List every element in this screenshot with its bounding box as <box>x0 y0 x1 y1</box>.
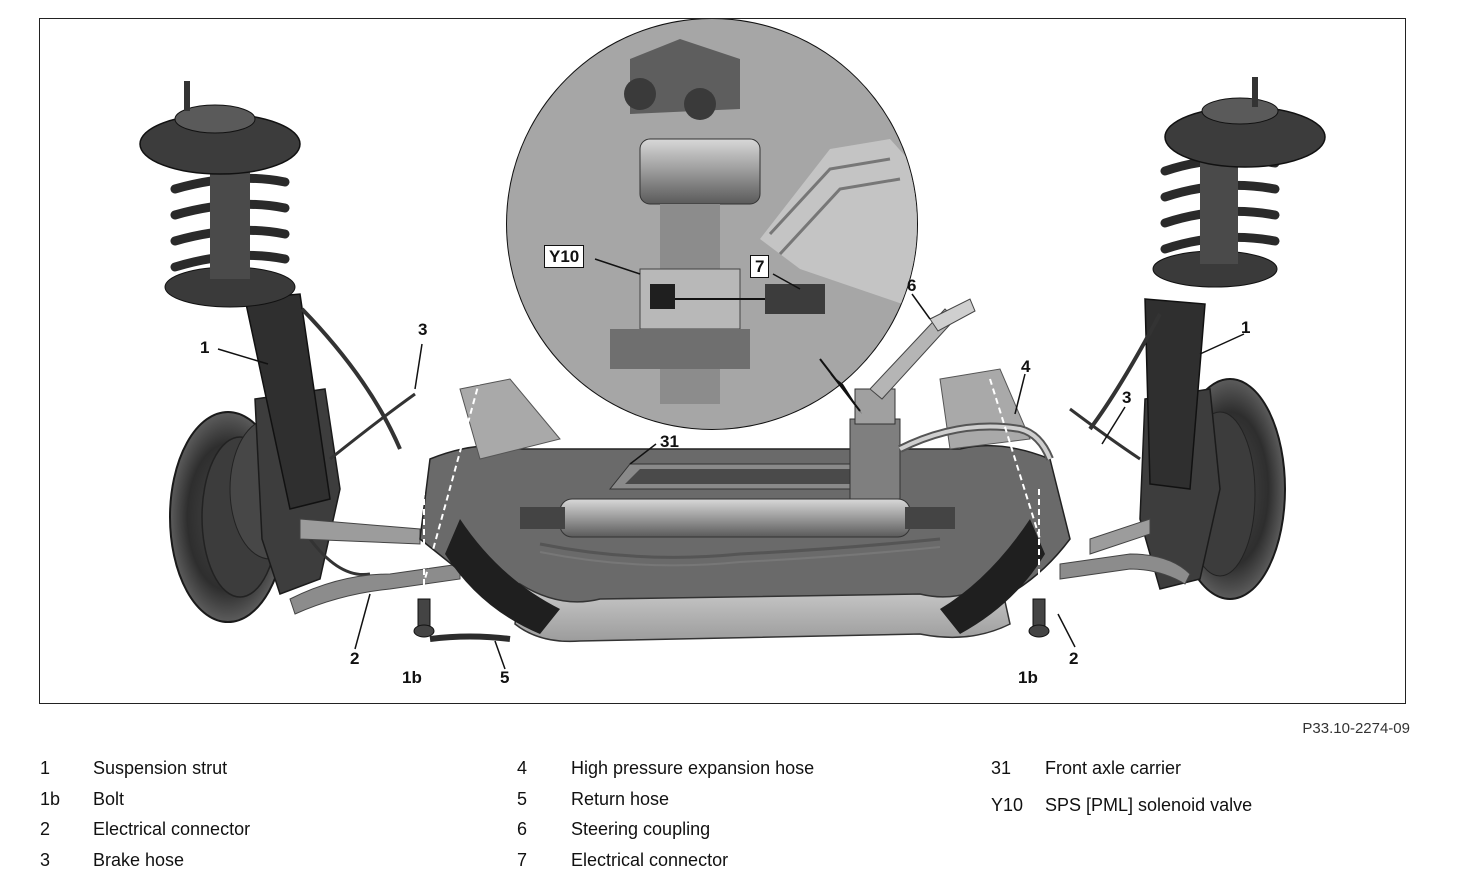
callout-7: 7 <box>750 255 770 278</box>
legend-item: 6 Steering coupling <box>517 819 814 850</box>
legend-desc: Bolt <box>93 788 125 809</box>
legend-key: 31 <box>991 758 1012 778</box>
callout-2-left: 2 <box>350 649 360 668</box>
legend-item: 3 Brake hose <box>40 850 250 881</box>
legend-item: 31 Front axle carrier <box>991 758 1252 789</box>
legend-item: 1 Suspension strut <box>40 758 250 789</box>
callout-y10: Y10 <box>544 245 585 268</box>
legend-desc: Brake hose <box>93 849 185 870</box>
legend-item: 4 High pressure expansion hose <box>517 758 814 789</box>
callout-1-right: 1 <box>1241 318 1251 337</box>
legend-key: 4 <box>517 758 528 778</box>
legend-desc: Front axle carrier <box>1045 758 1182 778</box>
legend-key: 5 <box>517 788 528 809</box>
legend-desc: Electrical connector <box>93 819 251 839</box>
legend-item: Y10 SPS [PML] solenoid valve <box>991 789 1252 831</box>
left-suspension-strut <box>139 81 461 623</box>
legend-column-2: 4 High pressure expansion hose 5 Return ho… <box>517 758 814 880</box>
legend-key: 3 <box>40 849 51 870</box>
legend-desc: SPS [PML] solenoid valve <box>1045 794 1253 815</box>
legend-item: 1b Bolt <box>40 789 250 820</box>
legend-key: 7 <box>517 849 528 870</box>
callout-3-right: 3 <box>1122 388 1132 407</box>
callout-1b-right: 1b <box>1018 668 1038 687</box>
callout-31: 31 <box>660 432 679 451</box>
detail-inset <box>506 19 918 430</box>
front-axle-carrier <box>413 298 1071 643</box>
legend-desc: High pressure expansion hose <box>571 758 815 778</box>
leader-lines <box>217 258 1245 670</box>
callout-3-left: 3 <box>418 320 428 339</box>
callout-4: 4 <box>1021 357 1031 376</box>
legend-key: 1 <box>40 758 51 778</box>
legend-key: 6 <box>517 819 528 839</box>
legend-desc: Electrical connector <box>571 849 729 870</box>
callout-6: 6 <box>907 276 917 295</box>
callout-5: 5 <box>500 668 510 687</box>
legend-desc: Suspension strut <box>93 758 228 778</box>
front-axle-illustration <box>139 19 1326 670</box>
callout-1-left: 1 <box>200 338 210 357</box>
legend-column-1: 1 Suspension strut 1b Bolt 2 Electrical con… <box>40 758 250 880</box>
callout-2-right: 2 <box>1069 649 1079 668</box>
legend-item: 5 Return hose <box>517 789 814 820</box>
figure-frame: 1 1 3 3 2 2 1b 1b 5 4 6 31 Y10 7 <box>39 18 1406 704</box>
figure-code: P33.10-2274-09 <box>1302 720 1410 737</box>
right-suspension-strut <box>1059 77 1326 600</box>
callout-1b-left: 1b <box>402 668 422 687</box>
legend-item: 2 Electrical connector <box>40 819 250 850</box>
legend-desc: Return hose <box>571 788 670 809</box>
legend-column-3: 31 Front axle carrier Y10 SPS [PML] soleno… <box>991 758 1252 831</box>
legend-desc: Steering coupling <box>571 819 711 839</box>
legend-key: Y10 <box>991 794 1024 815</box>
legend-item: 7 Electrical connector <box>517 850 814 881</box>
legend-key: 2 <box>40 819 51 839</box>
legend-key: 1b <box>40 788 61 809</box>
